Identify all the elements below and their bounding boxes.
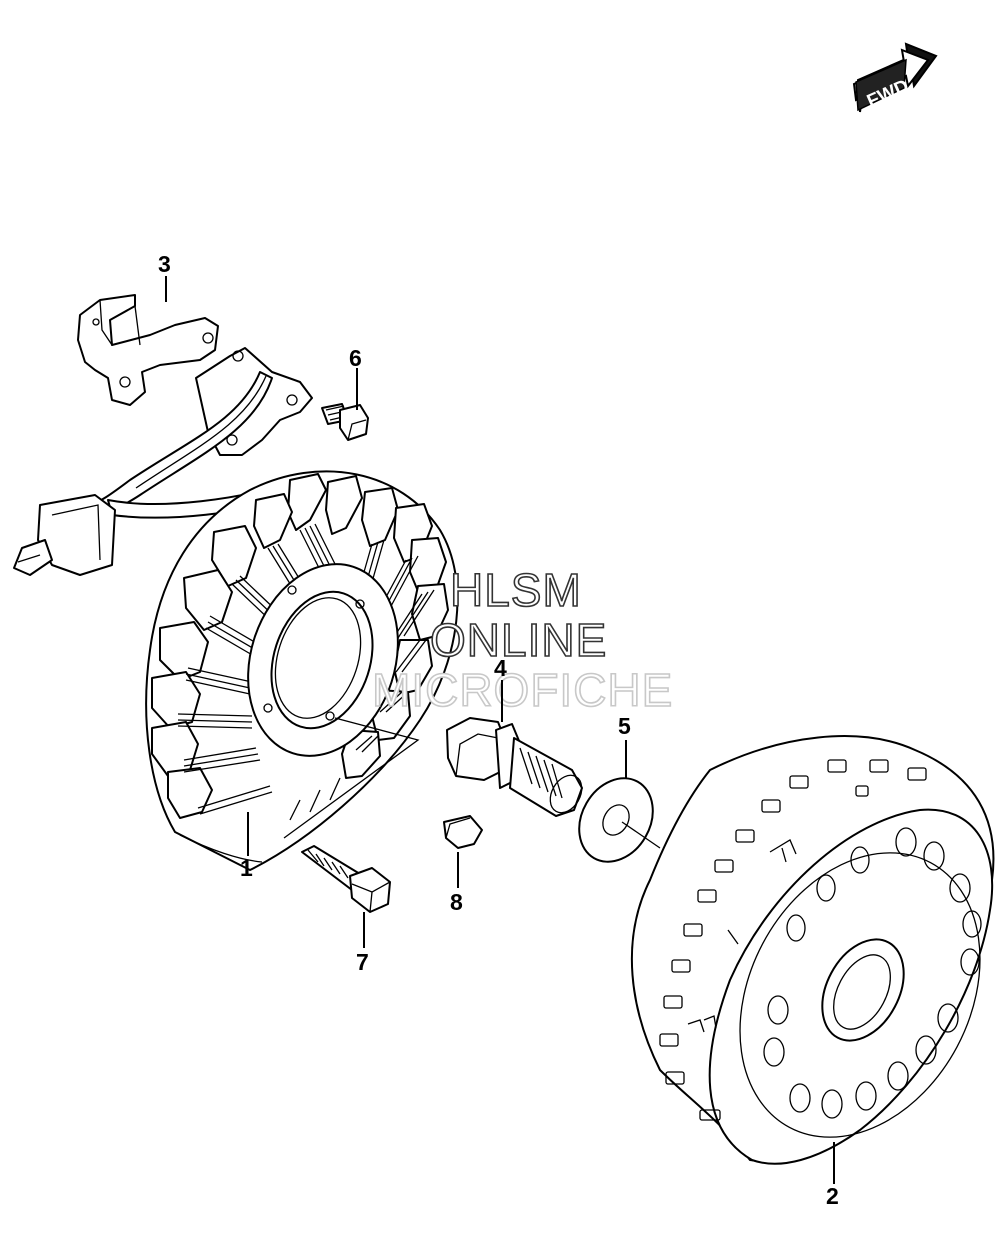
stator-part-1 <box>145 470 459 871</box>
callout-label-7: 7 <box>356 949 369 975</box>
callout-label-4: 4 <box>494 655 507 681</box>
bolt-part-4 <box>446 717 583 817</box>
watermark: HLSM ONLINE MICROFICHE <box>371 563 673 717</box>
watermark-line-1: HLSM <box>450 564 582 616</box>
rotor-part-2 <box>630 735 995 1165</box>
key-part-8 <box>443 815 483 849</box>
callout-label-5: 5 <box>618 713 631 739</box>
callout-label-6: 6 <box>349 345 362 371</box>
bolt-part-6 <box>321 403 369 441</box>
watermark-line-3: MICROFICHE <box>372 664 673 716</box>
watermark-line-2: ONLINE <box>430 614 607 666</box>
callout-label-3: 3 <box>158 251 171 277</box>
bolt-part-7 <box>301 845 391 913</box>
wiring-harness <box>13 347 313 576</box>
callout-label-8: 8 <box>450 889 463 915</box>
callout-label-2: 2 <box>826 1183 839 1209</box>
bracket-part-3 <box>77 294 219 406</box>
callouts: 3 6 1 4 5 8 7 2 <box>158 251 839 1209</box>
washer-part-5 <box>578 777 661 863</box>
callout-label-1: 1 <box>240 855 253 881</box>
fwd-arrow-badge: FWD <box>852 42 938 113</box>
